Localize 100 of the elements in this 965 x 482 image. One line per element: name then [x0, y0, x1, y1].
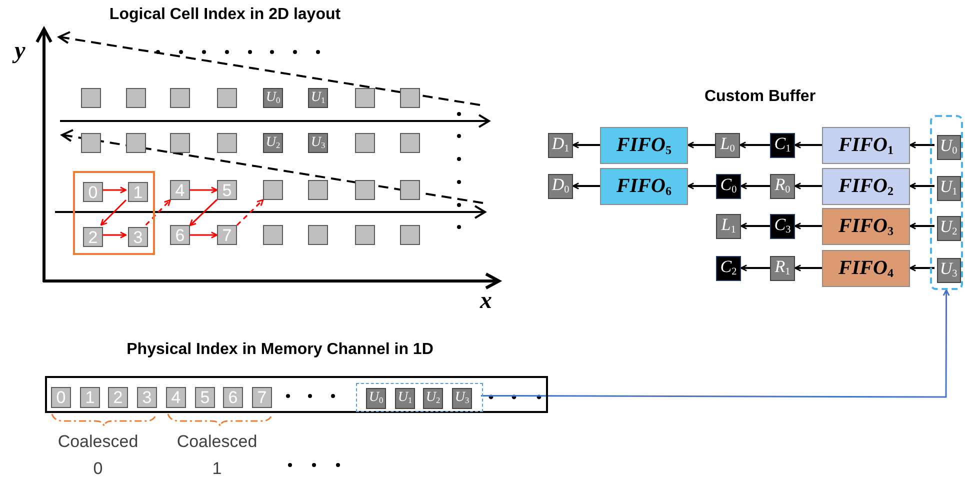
memory-cell: 6 [223, 387, 243, 408]
data-cell: U$_{1}$ [936, 176, 960, 200]
memory-cell: 4 [170, 180, 190, 200]
data-cell: D$_{1}$ [548, 132, 573, 158]
data-cell: U$_{2}$ [263, 133, 283, 153]
data-cell: U$_{3}$ [452, 388, 472, 409]
memory-cell: 1 [80, 387, 100, 408]
control-cell: C$_{1}$ [770, 132, 795, 158]
data-cell: U$_{3}$ [936, 258, 960, 282]
arrow [190, 232, 218, 238]
data-cell: R$_{1}$ [770, 256, 795, 280]
arrow [687, 182, 716, 190]
arrow [687, 142, 715, 148]
arrow [739, 142, 770, 148]
arrow [909, 222, 934, 230]
heading: Physical Index in Memory Channel in 1D [126, 341, 434, 359]
memory-cell [355, 225, 375, 245]
data-cell: U$_{1}$ [308, 88, 328, 108]
data-cell: D$_{0}$ [548, 174, 573, 198]
fifo-box: FIFO$_{6}$ [600, 168, 688, 204]
fifo-box: FIFO$_{4}$ [822, 250, 910, 286]
arrow [909, 142, 934, 148]
fifo-box: FIFO$_{5}$ [600, 126, 688, 164]
memory-cell [400, 180, 420, 200]
memory-cell [308, 225, 328, 245]
memory-cell: 2 [108, 387, 128, 408]
arrow [740, 182, 770, 190]
memory-cell: 2 [83, 227, 103, 247]
arrow [909, 182, 934, 190]
memory-cell [263, 225, 283, 245]
arrow [481, 289, 950, 398]
data-cell: U$_{1}$ [395, 388, 415, 409]
data-cell: U$_{0}$ [263, 88, 283, 108]
memory-cell [355, 180, 375, 200]
arrow [190, 186, 218, 194]
arrow [740, 222, 770, 230]
arrow [145, 199, 171, 226]
data-cell: U$_{3}$ [308, 133, 328, 153]
arrow [101, 186, 127, 194]
arrow [794, 264, 822, 272]
memory-cell [400, 225, 420, 245]
memory-cell [263, 180, 283, 200]
arrow [794, 222, 822, 230]
data-cell: U$_{0}$ [936, 134, 960, 160]
memory-cell [400, 88, 420, 108]
memory-cell: 7 [217, 225, 237, 245]
memory-cell [170, 88, 190, 108]
memory-cell [355, 88, 375, 108]
control-cell: C$_{3}$ [770, 214, 795, 238]
memory-cell: 7 [252, 387, 272, 408]
group-label: Coalesced 1 [176, 431, 258, 480]
memory-cell: 6 [170, 225, 190, 245]
memory-channel-strip [45, 376, 548, 413]
memory-cell [81, 88, 101, 108]
data-cell: U$_{2}$ [423, 388, 443, 409]
memory-cell: 1 [128, 182, 148, 202]
memory-cell: 0 [83, 182, 103, 202]
memory-cell [126, 133, 146, 153]
arrow [572, 142, 600, 148]
heading: Custom Buffer [703, 88, 817, 106]
arrow [101, 232, 127, 238]
heading: Logical Cell Index in 2D layout [108, 6, 342, 24]
memory-cell [217, 88, 237, 108]
data-cell: U$_{2}$ [936, 216, 960, 240]
memory-cell [81, 133, 101, 153]
memory-cell [355, 133, 375, 153]
memory-cell [400, 133, 420, 153]
group-frame [356, 383, 483, 412]
data-cell: L$_{1}$ [716, 214, 741, 238]
axis-label: x [478, 288, 493, 315]
arrow [100, 199, 127, 226]
data-cell: R$_{0}$ [770, 174, 795, 198]
group-frame [73, 171, 155, 255]
arrow [909, 264, 934, 272]
arrow [740, 264, 770, 272]
memory-cell [126, 88, 146, 108]
fifo-box: FIFO$_{2}$ [822, 168, 910, 204]
arrow [236, 199, 264, 226]
memory-cell: 3 [137, 387, 157, 408]
arrow [572, 182, 600, 190]
axis-label: y [10, 38, 30, 65]
control-cell: C$_{0}$ [716, 174, 741, 198]
memory-cell: 4 [166, 387, 186, 408]
arrow [189, 199, 218, 226]
data-cell: L$_{0}$ [715, 132, 740, 158]
control-cell: C$_{2}$ [716, 256, 741, 280]
group-label: Coalesced 0 [56, 431, 140, 480]
memory-cell: 0 [51, 387, 71, 408]
memory-cell: 5 [217, 180, 237, 200]
memory-cell: 3 [128, 227, 148, 247]
group-frame [930, 115, 963, 290]
memory-cell [308, 180, 328, 200]
fifo-box: FIFO$_{1}$ [822, 126, 910, 164]
memory-cell [217, 133, 237, 153]
memory-cell [170, 133, 190, 153]
fifo-box: FIFO$_{3}$ [822, 208, 910, 244]
data-cell: U$_{0}$ [366, 388, 386, 409]
memory-cell: 5 [195, 387, 215, 408]
arrow [794, 182, 822, 190]
arrow [794, 142, 822, 148]
